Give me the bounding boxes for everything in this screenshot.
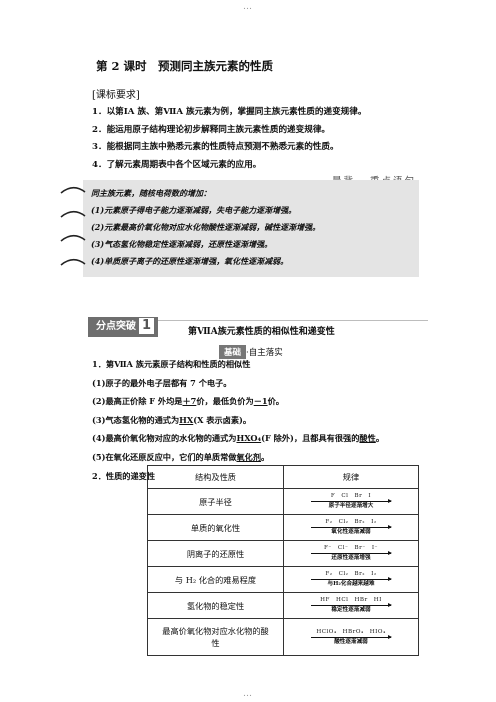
binder-ring-icon	[60, 210, 86, 218]
arrow-right-icon	[311, 551, 392, 555]
answer-blank: ＋7	[182, 396, 197, 407]
body-text: 1．第ⅦA 族元素原子结构和性质的相似性 (1)原子的最外电子层都有 7 个电子…	[92, 355, 384, 485]
trend-text: 氧化性逐渐减弱	[331, 529, 371, 535]
bottom-dots: …	[243, 689, 253, 699]
text: 。	[375, 433, 385, 444]
arrow-right-icon	[311, 577, 392, 581]
section-number: 1	[139, 318, 155, 334]
requirement-item: 2．能运用原子结构理论初步解释同主族元素性质的递变规律。	[92, 124, 331, 135]
answer-blank: 酸性	[359, 433, 376, 444]
top-dots: …	[243, 2, 253, 12]
trend-text: 酸性逐渐减弱	[334, 638, 368, 645]
arrow-right-icon	[311, 603, 392, 607]
element-sequence: F⁻ Cl⁻ Br⁻ I⁻	[323, 545, 379, 551]
requirement-item: 3．能根据同主族中熟悉元素的性质特点预测不熟悉元素的性质。	[92, 142, 339, 152]
body-line: (5)在氧化还原反应中，它们的单质常做氧化剂。	[92, 448, 384, 467]
trend-cell: F₂ Cl₂ Br₂ I₂ 氧化性逐渐减弱	[283, 514, 419, 541]
arrow-right-icon	[311, 634, 392, 639]
answer-blank: 氧化剂	[236, 451, 262, 462]
note-line: (4)单质原子离子的还原性逐渐增强，氧化性逐渐减弱。	[91, 256, 289, 266]
body-line: 2．性质的递变性	[92, 470, 156, 481]
properties-table: 结构及性质 规律 原子半径 F Cl Br I 原子半径逐渐增大 单质的氧化性 F…	[147, 465, 419, 656]
text: (5)在氧化还原反应中，它们的单质常做	[92, 451, 237, 462]
binder-ring-icon	[60, 258, 86, 266]
text: 。	[261, 451, 270, 462]
section-title: 第ⅦA族元素性质的相似性和递变性	[188, 327, 335, 337]
binder-ring-icon	[60, 234, 86, 242]
column-header: 规律	[283, 465, 419, 489]
element-sequence: HF HCl HBr HI	[320, 597, 382, 603]
arrow-right-icon	[311, 499, 392, 503]
body-line: (1)原子的最外电子层都有 7 个电子。	[92, 377, 232, 388]
trend-cell: F⁻ Cl⁻ Br⁻ I⁻ 还原性逐渐增强	[283, 540, 419, 567]
element-sequence: F₂ Cl₂ Br₂ I₂	[325, 571, 377, 577]
property-cell: 原子半径	[147, 488, 284, 515]
requirements-label: [课标要求]	[92, 90, 140, 101]
trend-cell: F₂ Cl₂ Br₂ I₂ 与H₂化合越来越难	[283, 566, 419, 593]
body-line: 1．第ⅦA 族元素原子结构和性质的相似性	[92, 359, 251, 369]
trend-text: 与H₂化合越来越难	[327, 581, 375, 587]
body-line: (4)最高价氧化物对应的水化物的通式为HXO₄(F 除外)，且都具有很强的酸性。	[92, 429, 384, 448]
text: (X 表示卤素)。	[193, 414, 252, 425]
trend-text: 稳定性逐渐减弱	[331, 607, 371, 613]
trend-cell: HClO₄ HBrO₄ HIO₄ 酸性逐渐减弱	[283, 618, 419, 656]
text: (3)气态氢化物的通式为	[92, 414, 180, 425]
body-line: (3)气态氢化物的通式为HX(X 表示卤素)。	[92, 411, 384, 430]
answer-blank: －1	[253, 396, 268, 407]
arrow-right-icon	[311, 525, 392, 529]
table-row: 与 H₂ 化合的难易程度 F₂ Cl₂ Br₂ I₂ 与H₂化合越来越难	[147, 566, 419, 593]
trend-cell: HF HCl HBr HI 稳定性逐渐减弱	[283, 592, 419, 619]
table-row: 氢化物的稳定性 HF HCl HBr HI 稳定性逐渐减弱	[147, 592, 419, 619]
property-cell: 最高价氧化物对应水化物的酸性	[147, 618, 284, 656]
answer-blank: HX	[179, 414, 194, 425]
text: 价。	[267, 396, 284, 407]
trend-cell: F Cl Br I 原子半径逐渐增大	[283, 488, 419, 515]
text: (2)最高正价除 F 外均是	[92, 396, 183, 407]
table-row: 最高价氧化物对应水化物的酸性 HClO₄ HBrO₄ HIO₄ 酸性逐渐减弱	[147, 618, 419, 656]
trend-text: 原子半径逐渐增大	[328, 503, 374, 509]
basics-badge: 基础	[219, 345, 247, 359]
section-divider	[88, 320, 428, 321]
basics-tag: 基础·自主落实	[219, 345, 283, 359]
text: 价，最低负价为	[196, 396, 254, 407]
basics-subtitle: ·自主落实	[246, 348, 283, 358]
note-line: (3)气态氢化物稳定性逐渐减弱，还原性逐渐增强。	[91, 239, 273, 249]
element-sequence: F₂ Cl₂ Br₂ I₂	[325, 519, 377, 525]
answer-blank: HXO₄	[236, 433, 262, 444]
property-cell: 与 H₂ 化合的难易程度	[147, 566, 284, 593]
binder-ring-icon	[60, 186, 86, 194]
page-title: 第 2 课时 预测同主族元素的性质	[96, 59, 274, 73]
body-line: (2)最高正价除 F 外均是＋7价，最低负价为－1价。	[92, 392, 384, 411]
text: (F 除外)，且都具有很强的	[261, 433, 360, 444]
property-cell: 单质的氧化性	[147, 514, 284, 541]
column-header: 结构及性质	[147, 465, 284, 489]
requirement-item: 4．了解元素周期表中各个区域元素的应用。	[92, 159, 262, 170]
text: (4)最高价氧化物对应的水化物的通式为	[92, 433, 237, 444]
table-header-row: 结构及性质 规律	[147, 465, 419, 489]
note-line: (2)元素最高价氧化物对应水化物酸性逐渐减弱，碱性逐渐增强。	[91, 222, 321, 232]
trend-text: 还原性逐渐增强	[331, 555, 371, 561]
table-row: 单质的氧化性 F₂ Cl₂ Br₂ I₂ 氧化性逐渐减弱	[147, 514, 419, 541]
key-notes-box: 同主族元素，随核电荷数的增加： (1)元素原子得电子能力逐渐减弱，失电子能力逐渐…	[83, 180, 419, 277]
section-badge-label: 分点突破	[96, 321, 136, 332]
note-line: (1)元素原子得电子能力逐渐减弱，失电子能力逐渐增强。	[91, 205, 297, 215]
requirements-list: 1．以第ⅠA 族、第ⅦA 族元素为例，掌握同主族元素性质的递变规律。 2．能运用…	[92, 104, 422, 174]
property-cell: 阴离子的还原性	[147, 540, 284, 567]
element-sequence: HClO₄ HBrO₄ HIO₄	[316, 628, 386, 635]
table-row: 原子半径 F Cl Br I 原子半径逐渐增大	[147, 488, 419, 515]
table-row: 阴离子的还原性 F⁻ Cl⁻ Br⁻ I⁻ 还原性逐渐增强	[147, 540, 419, 567]
requirement-item: 1．以第ⅠA 族、第ⅦA 族元素为例，掌握同主族元素性质的递变规律。	[92, 107, 367, 117]
property-cell: 氢化物的稳定性	[147, 592, 284, 619]
element-sequence: F Cl Br I	[330, 493, 372, 499]
note-line: 同主族元素，随核电荷数的增加：	[91, 188, 211, 198]
